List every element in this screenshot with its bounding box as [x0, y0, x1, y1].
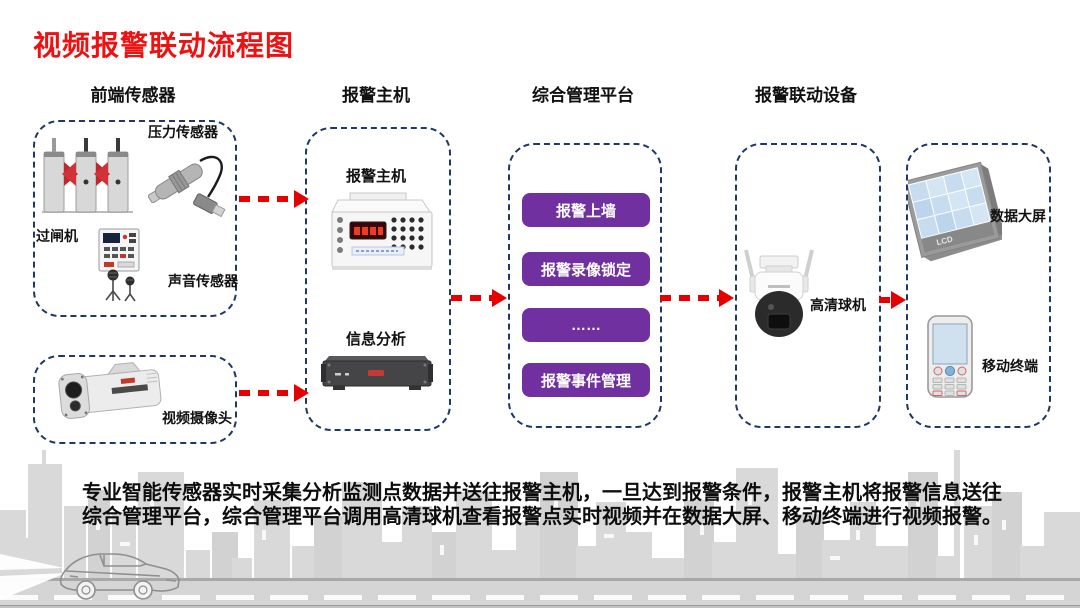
platform-button-ellipsis: …… — [522, 308, 650, 342]
sensors-group-box — [33, 120, 237, 317]
alarm-host-group-box — [305, 127, 451, 431]
arrow-camera-to-host — [239, 384, 309, 402]
arrow-host-to-platform — [451, 289, 507, 307]
data-screen-icon: LCD — [908, 161, 1002, 262]
platform-button-alarm-wall: 报警上墙 — [522, 193, 650, 227]
description-paragraph: 专业智能传感器实时采集分析监测点数据并送往报警主机，一旦达到报警条件，报警主机将… — [82, 481, 1002, 529]
column-header-sensors: 前端传感器 — [90, 86, 176, 105]
column-header-host: 报警主机 — [342, 86, 410, 105]
video-camera-group-box — [33, 355, 237, 444]
info-analysis-label: 信息分析 — [345, 331, 406, 348]
analysis-server-icon — [321, 356, 433, 390]
page-title: 视频报警联动流程图 — [33, 30, 295, 61]
sound-sensor-controller-icon — [98, 228, 140, 272]
platform-button-record-lock: 报警录像锁定 — [522, 252, 650, 286]
alarm-host-device-icon — [331, 192, 433, 270]
data-screen-label: 数据大屏 — [990, 208, 1046, 224]
lcd-text: LCD — [936, 234, 954, 247]
turnstile-icon — [42, 138, 133, 213]
linkage-group-box — [735, 143, 881, 428]
car-illustration — [0, 553, 180, 600]
pressure-sensor-icon — [147, 155, 226, 218]
column-header-linkage: 报警联动设备 — [755, 86, 857, 105]
arrow-platform-to-linkage — [660, 289, 734, 307]
pressure-sensor-label: 压力传感器 — [148, 124, 218, 140]
mobile-terminal-label: 移动终端 — [982, 358, 1038, 374]
hd-dome-camera-label: 高清球机 — [810, 297, 866, 313]
description-line-2: 综合管理平台，综合管理平台调用高清球机查看报警点实时视频并在数据大屏、移动终端进… — [82, 506, 1002, 528]
column-header-platform: 综合管理平台 — [532, 86, 634, 105]
bullet-camera-icon — [58, 362, 162, 419]
arrow-linkage-to-output — [879, 291, 906, 309]
road-strip — [0, 578, 1080, 608]
output-group-box — [906, 143, 1051, 428]
sound-sensor-label: 声音传感器 — [168, 273, 238, 289]
alarm-host-label: 报警主机 — [345, 168, 406, 185]
turnstile-label: 过闸机 — [36, 228, 78, 244]
description-line-1: 专业智能传感器实时采集分析监测点数据并送往报警主机，一旦达到报警条件，报警主机将… — [82, 482, 1002, 504]
mobile-phone-icon — [927, 315, 973, 398]
arrow-sensors-to-host — [239, 190, 309, 208]
microphone-icon — [105, 269, 136, 302]
road-bottom-strip — [0, 605, 1080, 608]
platform-group-box — [508, 143, 662, 428]
ptz-dome-camera-icon — [744, 249, 814, 337]
platform-button-event-mgmt: 报警事件管理 — [522, 363, 650, 397]
road-lane-dashes — [0, 595, 1080, 600]
video-camera-label: 视频摄像头 — [162, 410, 232, 426]
